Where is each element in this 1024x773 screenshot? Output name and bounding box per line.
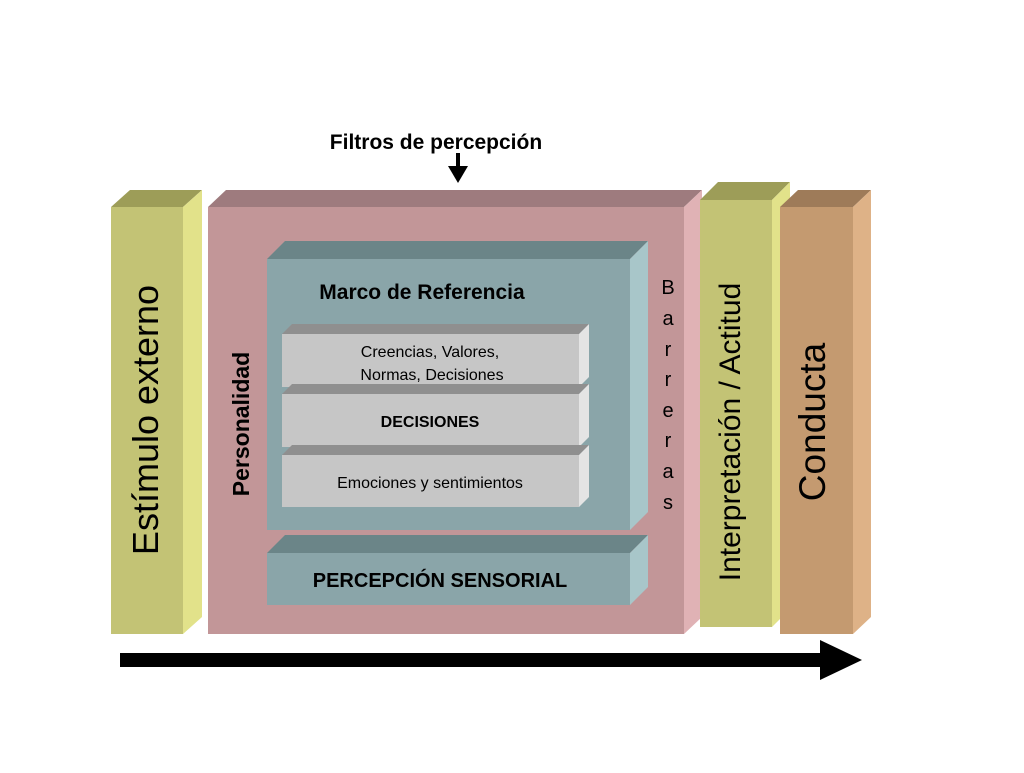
percepcion-label: PERCEPCIÓN SENSORIAL: [313, 568, 567, 592]
interpretacion-label: Interpretación / Actitud: [714, 283, 747, 582]
barreras-letter: r: [665, 430, 672, 452]
marco-label: Marco de Referencia: [319, 281, 525, 304]
interpretacion-actitud-block: Interpretación / Actitud: [700, 182, 790, 627]
barreras-letter: s: [663, 492, 673, 514]
personalidad-label: Personalidad: [228, 352, 254, 496]
creencias-front: [282, 334, 579, 387]
emociones-card: Emociones y sentimientos: [282, 445, 589, 507]
creencias-line1: Creencias, Valores,: [361, 344, 499, 361]
percepcion-front: [267, 553, 630, 605]
decisiones-top: [282, 384, 589, 394]
barreras-letter: a: [662, 461, 674, 483]
marco-top: [267, 241, 648, 259]
barreras-letter: B: [661, 277, 674, 299]
decisiones-front: [282, 394, 579, 447]
estimulo-top: [111, 190, 202, 207]
emociones-front: [282, 455, 579, 507]
interpretacion-front: [700, 200, 772, 627]
conducta-side: [853, 190, 871, 634]
decisiones-side: [579, 384, 589, 447]
down-arrow-icon: [448, 153, 468, 183]
estimulo-externo-block: Estímulo externo: [111, 190, 202, 634]
personalidad-top: [208, 190, 702, 207]
flow-arrow-icon: [120, 640, 862, 680]
percepcion-sensorial-block: PERCEPCIÓN SENSORIAL: [267, 535, 648, 605]
estimulo-side: [183, 190, 202, 634]
percepcion-top: [267, 535, 648, 553]
barreras-label: B a r r e r a s: [661, 277, 674, 514]
conducta-top: [780, 190, 871, 207]
emociones-label: Emociones y sentimientos: [337, 475, 523, 492]
estimulo-label: Estímulo externo: [125, 285, 166, 555]
barreras-letter: e: [662, 400, 673, 422]
estimulo-front: [111, 207, 183, 634]
conducta-label: Conducta: [792, 342, 833, 501]
personalidad-side: [684, 190, 702, 634]
barreras-letter: r: [665, 369, 672, 391]
emociones-top: [282, 445, 589, 455]
creencias-top: [282, 324, 589, 334]
emociones-side: [579, 445, 589, 507]
barreras-letter: a: [662, 308, 674, 330]
conducta-front: [780, 207, 853, 634]
marco-side: [630, 241, 648, 530]
decisiones-card: DECISIONES: [282, 384, 589, 447]
decisiones-label: DECISIONES: [381, 414, 480, 431]
creencias-side: [579, 324, 589, 387]
interpretacion-top: [700, 182, 790, 200]
percepcion-side: [630, 535, 648, 605]
diagram-title: Filtros de percepción: [330, 131, 542, 154]
creencias-line2: Normas, Decisiones: [360, 367, 503, 384]
conducta-block: Conducta: [780, 190, 871, 634]
creencias-card: Creencias, Valores, Normas, Decisiones: [282, 324, 589, 387]
barreras-letter: r: [665, 339, 672, 361]
